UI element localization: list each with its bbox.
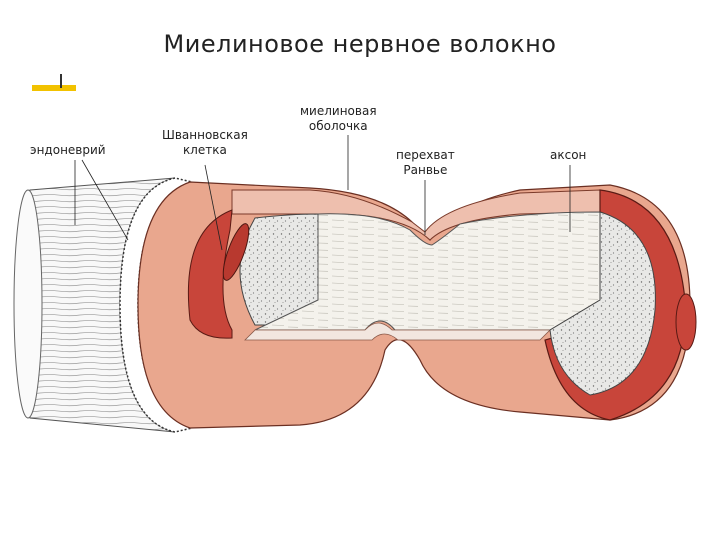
label-ranvier-line1: перехват <box>396 148 455 162</box>
label-ranvier-node: перехват Ранвье <box>396 148 455 178</box>
endoneurium-end <box>13 189 43 419</box>
label-schwann-cell: Шванновская клетка <box>162 128 248 158</box>
myelin-left-ring <box>187 209 233 339</box>
label-axon: аксон <box>550 148 587 162</box>
label-myelin-line1: миелиновая <box>300 104 377 118</box>
leader-lines <box>74 135 571 251</box>
label-schwann-line1: Шванновская <box>162 128 248 142</box>
label-myelin-line2: оболочка <box>308 119 368 133</box>
label-endoneurium: эндоневрий <box>30 143 106 157</box>
axon-cut-surface <box>254 211 601 331</box>
diagram-title: Миелиновое нервное волокно <box>163 30 557 58</box>
axon-bottom-plane <box>244 322 551 341</box>
basement-membrane <box>119 177 195 433</box>
axon-right-section <box>549 211 656 396</box>
schwann-nucleus-right <box>675 293 697 351</box>
accent-tick <box>60 74 62 88</box>
accent-bar <box>32 85 76 91</box>
label-schwann-line2: клетка <box>182 143 227 157</box>
label-ranvier-line2: Ранвье <box>403 163 448 177</box>
label-myelin-sheath: миелиновая оболочка <box>300 104 377 134</box>
schwann-nucleus-left <box>222 223 250 281</box>
